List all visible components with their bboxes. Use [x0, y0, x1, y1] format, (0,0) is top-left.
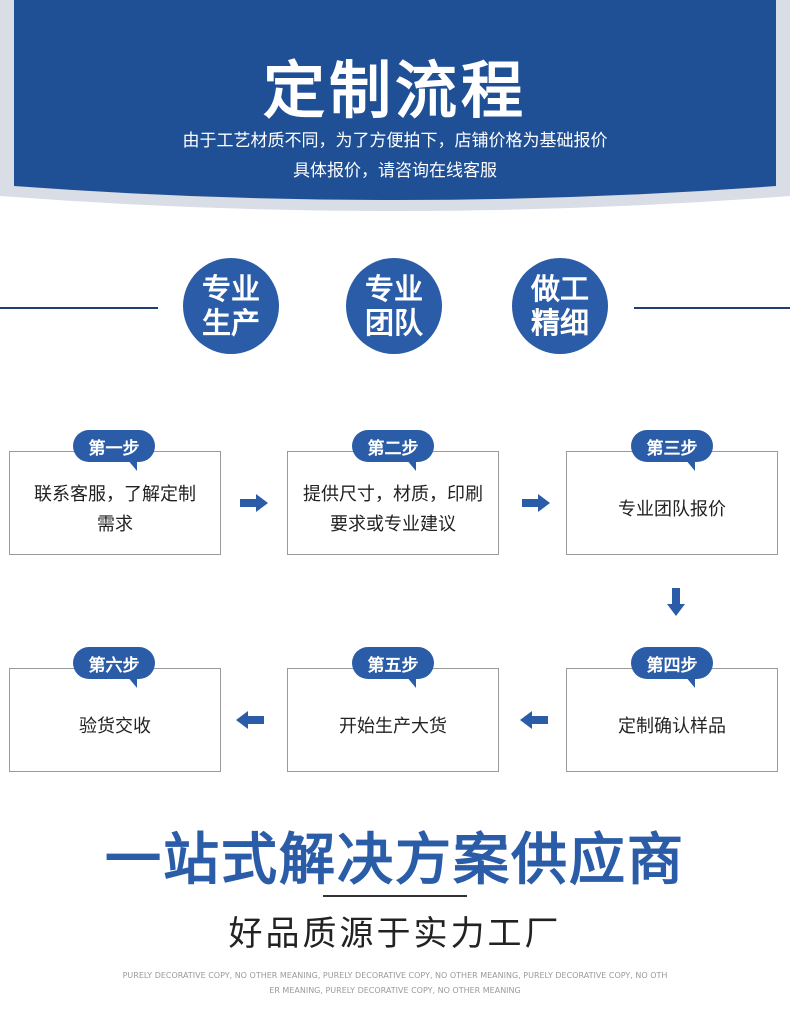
- step-1-text-line1: 联系客服，了解定制: [34, 484, 196, 505]
- banner-subtitle-line2: 具体报价，请咨询在线客服: [293, 161, 497, 181]
- step-5-box: 开始生产大货: [287, 668, 499, 772]
- step-5-text-line1: 开始生产大货: [339, 716, 447, 737]
- step-2-text-line1: 提供尺寸，材质，印刷: [303, 484, 483, 505]
- arrow-right-icon: [240, 494, 268, 512]
- step-1-text-line2: 需求: [97, 514, 133, 535]
- divider-right: [634, 307, 790, 309]
- step-6-text-line1: 验货交收: [79, 716, 151, 737]
- banner-subtitle-line1: 由于工艺材质不同，为了方便拍下，店铺价格为基础报价: [182, 131, 608, 151]
- feature-line1: 做工: [530, 272, 589, 306]
- slogan-divider: [323, 895, 467, 897]
- step-3-tag: 第三步: [631, 430, 713, 471]
- feature-line2: 生产: [201, 306, 260, 340]
- step-3-text-line1: 专业团队报价: [618, 499, 726, 520]
- step-2-box: 提供尺寸，材质，印刷要求或专业建议: [287, 451, 499, 555]
- feature-circle-production: 专业 生产: [183, 258, 279, 354]
- step-2-text-line2: 要求或专业建议: [330, 514, 456, 535]
- slogan: 好品质源于实力工厂: [228, 914, 562, 954]
- feature-circle-workmanship: 做工 精细: [512, 258, 608, 354]
- step-4-text-line1: 定制确认样品: [618, 716, 726, 737]
- decorative-text-line1: PURELY DECORATIVE COPY, NO OTHER MEANING…: [122, 971, 668, 980]
- feature-line1: 专业: [201, 272, 260, 306]
- arrow-down-icon: [667, 588, 685, 616]
- arrow-left-icon: [236, 711, 264, 729]
- step-6-box: 验货交收: [9, 668, 221, 772]
- decorative-text-line2: ER MEANING, PURELY DECORATIVE COPY, NO O…: [269, 986, 521, 995]
- page-title: 定制流程: [262, 54, 527, 127]
- step-4-tag: 第四步: [631, 647, 713, 688]
- step-5-tag: 第五步: [352, 647, 434, 688]
- feature-circle-team: 专业 团队: [346, 258, 442, 354]
- feature-line2: 精细: [530, 306, 589, 340]
- step-2-tag: 第二步: [352, 430, 434, 471]
- feature-line2: 团队: [364, 306, 423, 340]
- solution-title: 一站式解决方案供应商: [105, 828, 685, 893]
- step-3-box: 专业团队报价: [566, 451, 778, 555]
- step-1-tag: 第一步: [73, 430, 155, 471]
- arrow-right-icon: [522, 494, 550, 512]
- step-6-tag: 第六步: [73, 647, 155, 688]
- step-1-box: 联系客服，了解定制需求: [9, 451, 221, 555]
- header-banner: 定制流程 由于工艺材质不同，为了方便拍下，店铺价格为基础报价 具体报价，请咨询在…: [0, 0, 790, 215]
- feature-line1: 专业: [364, 272, 423, 306]
- step-4-box: 定制确认样品: [566, 668, 778, 772]
- arrow-left-icon: [520, 711, 548, 729]
- banner-background: [0, 0, 790, 211]
- divider-left: [0, 307, 158, 309]
